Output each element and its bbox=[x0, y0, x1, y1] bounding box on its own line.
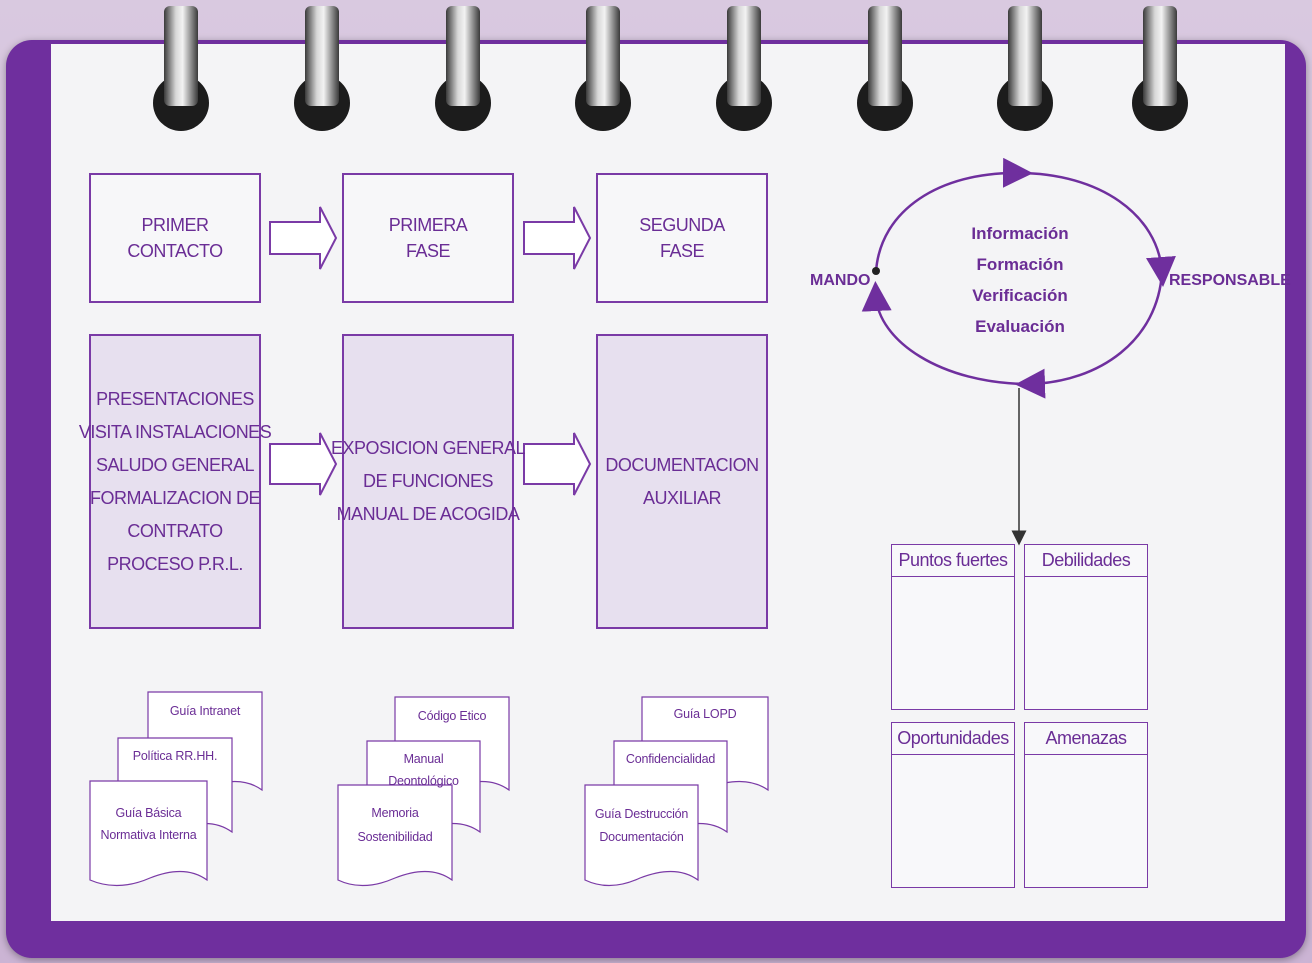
flow-box-text: CONTACTO bbox=[127, 241, 223, 261]
detail-box-text: VISITA INSTALACIONES bbox=[78, 421, 272, 442]
cycle-label-mando: MANDO bbox=[810, 272, 871, 289]
binder-ring bbox=[575, 6, 631, 131]
detail-box-text: SALUDO GENERAL bbox=[95, 454, 255, 475]
cycle-items: Información Formación Verificación Evalu… bbox=[930, 218, 1110, 342]
flow-box-segunda-fase: SEGUNDA FASE bbox=[596, 173, 768, 303]
swot-header: Debilidades bbox=[1025, 545, 1147, 577]
swot-strengths: Puntos fuertes bbox=[891, 544, 1015, 710]
document-label: Guía LOPD bbox=[673, 707, 737, 721]
swot-opportunities: Oportunidades bbox=[891, 722, 1015, 888]
cycle-arc-top bbox=[874, 157, 1033, 273]
detail-box-text: AUXILIAR bbox=[642, 487, 722, 508]
document-label: Política RR.HH. bbox=[132, 749, 218, 763]
cycle-arc-left bbox=[861, 281, 1031, 386]
swot-threats: Amenazas bbox=[1024, 722, 1148, 888]
document-label: Sostenibilidad bbox=[357, 830, 433, 844]
binder-ring bbox=[857, 6, 913, 131]
block-arrow bbox=[523, 206, 592, 270]
document-group-2 bbox=[337, 696, 510, 887]
cycle-item: Verificación bbox=[972, 286, 1068, 305]
document-shape bbox=[89, 780, 208, 887]
binder-ring bbox=[294, 6, 350, 131]
document-label: Deontológico bbox=[388, 774, 459, 788]
block-arrow bbox=[523, 432, 592, 496]
document-label: Normativa Interna bbox=[100, 828, 197, 842]
cycle-item: Información bbox=[971, 224, 1069, 243]
swot-header: Puntos fuertes bbox=[892, 545, 1014, 577]
document-shape bbox=[337, 784, 453, 887]
cycle-item: Evaluación bbox=[975, 317, 1065, 336]
binder-ring bbox=[1132, 6, 1188, 131]
document-label: Guía Básica bbox=[115, 806, 182, 820]
detail-box-text: PRESENTACIONES bbox=[96, 388, 254, 409]
flow-box-primer-contacto: PRIMER CONTACTO bbox=[89, 173, 261, 303]
detail-box-text: CONTRATO bbox=[127, 520, 223, 541]
document-label: Manual bbox=[403, 752, 444, 766]
detail-box-text: FORMALIZACION DE bbox=[90, 487, 261, 508]
document-label: Guía Destrucción bbox=[594, 807, 689, 821]
binder-ring bbox=[716, 6, 772, 131]
document-label: Código Etico bbox=[417, 709, 487, 723]
cycle-label-responsable: RESPONSABLE bbox=[1169, 272, 1291, 289]
document-group-1 bbox=[89, 691, 263, 887]
document-label: Guía Intranet bbox=[169, 704, 241, 718]
cycle-arc-right bbox=[1017, 171, 1176, 287]
cycle-arc-bottom bbox=[1015, 271, 1164, 399]
document-label: Confidencialidad bbox=[625, 752, 716, 766]
document-label: Documentación bbox=[599, 830, 684, 844]
block-arrow bbox=[269, 432, 338, 496]
flow-box-text: SEGUNDA bbox=[639, 215, 725, 235]
flow-box-primera-fase: PRIMERA FASE bbox=[342, 173, 514, 303]
detail-box-text: EXPOSICION GENERAL bbox=[330, 438, 526, 458]
binder-ring bbox=[997, 6, 1053, 131]
block-arrow bbox=[269, 206, 338, 270]
detail-box-contacto: PRESENTACIONES VISITA INSTALACIONES SALU… bbox=[79, 334, 272, 629]
flow-box-text: PRIMERA bbox=[388, 215, 468, 235]
swot-header: Amenazas bbox=[1025, 723, 1147, 755]
document-label: Memoria bbox=[371, 806, 419, 820]
detail-box-text: DE FUNCIONES bbox=[362, 471, 494, 491]
cycle-item: Formación bbox=[976, 255, 1064, 274]
detail-box-text: MANUAL DE ACOGIDA bbox=[336, 504, 520, 524]
binder-ring bbox=[435, 6, 491, 131]
flow-box-text: FASE bbox=[659, 241, 705, 261]
document-group-3 bbox=[584, 696, 769, 887]
detail-box-primera-fase: EXPOSICION GENERAL DE FUNCIONES MANUAL D… bbox=[331, 334, 526, 629]
cycle-start-dot bbox=[872, 267, 880, 275]
flow-box-text: FASE bbox=[405, 241, 451, 261]
flow-arrows bbox=[269, 206, 592, 496]
swot-weaknesses: Debilidades bbox=[1024, 544, 1148, 710]
detail-box-text: PROCESO P.R.L. bbox=[107, 553, 243, 574]
document-shape bbox=[584, 784, 699, 887]
cycle-diagram bbox=[861, 157, 1176, 399]
swot-header: Oportunidades bbox=[892, 723, 1014, 755]
detail-box-segunda-fase: DOCUMENTACION AUXILIAR bbox=[596, 334, 768, 629]
flow-box-text: PRIMER bbox=[141, 215, 209, 235]
binder-ring bbox=[153, 6, 209, 131]
binder-rings bbox=[153, 6, 1188, 131]
detail-box-text: DOCUMENTACION bbox=[605, 454, 759, 475]
